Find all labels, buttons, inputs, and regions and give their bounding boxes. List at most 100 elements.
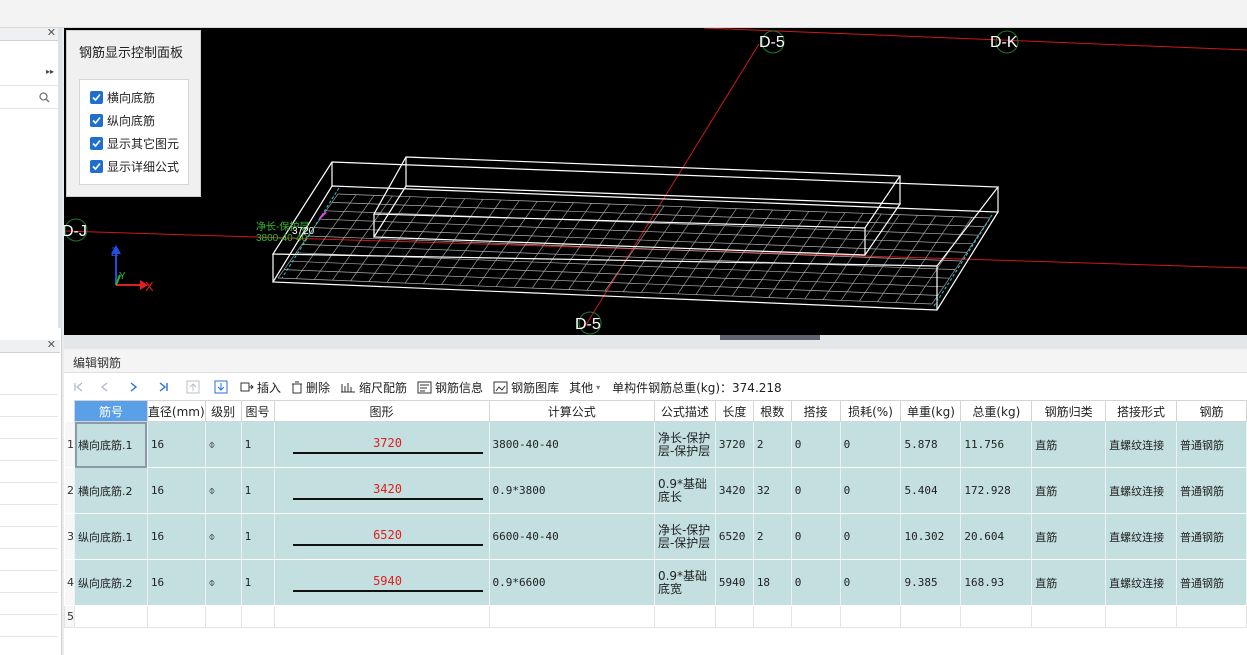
cell-type[interactable]: 普通钢筋 [1176,421,1247,468]
cell-category[interactable]: 直筋 [1031,421,1107,468]
cell-grade[interactable]: ⌽ [204,467,242,514]
col-header[interactable]: 总重(kg) [960,400,1033,422]
cell-lap[interactable]: 0 [790,559,841,606]
cell-count[interactable]: 2 [752,513,792,560]
table-row-empty[interactable]: 5 [64,605,1247,628]
cell-desc[interactable]: 0.9*基础底宽 [653,559,716,606]
col-header[interactable]: 公式描述 [653,400,716,422]
cell-empty[interactable] [146,605,206,628]
cell-empty[interactable] [714,605,754,628]
cell-len[interactable]: 6520 [714,513,754,560]
move-down-icon[interactable] [212,378,230,396]
other-dropdown[interactable]: 其他▾ [569,379,600,396]
list-item[interactable] [0,461,58,483]
checkbox-checked-icon[interactable] [90,113,103,127]
cell-total-w[interactable]: 20.604 [960,513,1033,560]
col-header[interactable]: 直径(mm) [146,400,206,422]
next-record-icon[interactable] [124,378,142,396]
cell-category[interactable]: 直筋 [1031,513,1107,560]
cell-desc[interactable]: 净长-保护层-保护层 [653,513,716,560]
rebar-library-button[interactable]: 钢筋图库 [493,379,559,396]
cell-grade[interactable]: ⌽ [204,559,242,606]
list-item[interactable] [0,373,58,395]
list-item[interactable] [0,483,58,505]
prev-record-icon[interactable] [96,378,114,396]
cell-empty[interactable] [240,605,275,628]
checkbox-vertical-bottom[interactable]: 纵向底筋 [90,111,155,129]
cell-lap-type[interactable]: 直螺纹连接 [1105,559,1178,606]
col-header[interactable]: 搭接 [790,400,841,422]
cell-count[interactable]: 18 [752,559,792,606]
cell-formula[interactable]: 0.9*6600 [488,559,655,606]
cell-name[interactable]: 纵向底筋.1 [74,513,148,560]
cell-len[interactable]: 5940 [714,559,754,606]
cell-fig-no[interactable]: 1 [240,559,275,606]
cell-empty[interactable] [204,605,242,628]
cell-empty[interactable] [1105,605,1178,628]
cell-shape[interactable]: 6520 [273,513,490,560]
cell-dia[interactable]: 16 [146,467,206,514]
cell-total-w[interactable]: 172.928 [960,467,1033,514]
cell-lap-type[interactable]: 直螺纹连接 [1105,467,1178,514]
col-header[interactable]: 筋号 [74,400,148,422]
cell-empty[interactable] [900,605,962,628]
cell-lap-type[interactable]: 直螺纹连接 [1105,421,1178,468]
list-item[interactable] [0,527,58,549]
list-item[interactable] [0,439,58,461]
cell-unit-w[interactable]: 10.302 [900,513,962,560]
delete-button[interactable]: 删除 [291,379,330,396]
cell-empty[interactable] [488,605,655,628]
cell-len[interactable]: 3420 [714,467,754,514]
cell-fig-no[interactable]: 1 [240,513,275,560]
cell-empty[interactable] [74,605,148,628]
cell-lap[interactable]: 0 [790,421,841,468]
cell-fig-no[interactable]: 1 [240,421,275,468]
col-header[interactable]: 计算公式 [488,400,655,422]
cell-loss[interactable]: 0 [839,513,902,560]
cell-unit-w[interactable]: 9.385 [900,559,962,606]
cell-unit-w[interactable]: 5.878 [900,421,962,468]
cell-category[interactable]: 直筋 [1031,559,1107,606]
cell-unit-w[interactable]: 5.404 [900,467,962,514]
cell-formula[interactable]: 6600-40-40 [488,513,655,560]
cell-empty[interactable] [752,605,792,628]
expand-icon[interactable]: ▸▸ [45,67,54,76]
left-panel-grip[interactable] [58,28,62,328]
close-icon[interactable]: ✕ [46,338,56,351]
cell-formula[interactable]: 0.9*3800 [488,467,655,514]
3d-viewport[interactable]: D-5 D-K D-J D-5 净长-保护层 3800-40-40 [64,28,1247,335]
cell-count[interactable]: 32 [752,467,792,514]
list-item[interactable] [0,395,58,417]
cell-dia[interactable]: 16 [146,513,206,560]
col-header[interactable]: 钢筋 [1176,400,1247,422]
col-header[interactable]: 级别 [204,400,242,422]
col-header[interactable]: 图形 [273,400,490,422]
list-item[interactable] [0,549,58,571]
checkbox-checked-icon[interactable] [90,159,103,173]
close-icon[interactable]: ✕ [46,26,56,39]
cell-lap[interactable]: 0 [790,467,841,514]
cell-empty[interactable] [653,605,716,628]
cell-dia[interactable]: 16 [146,421,206,468]
checkbox-checked-icon[interactable] [90,90,103,104]
cell-empty[interactable] [273,605,490,628]
cell-loss[interactable]: 0 [839,421,902,468]
insert-button[interactable]: 插入 [240,379,281,396]
cell-grade[interactable]: ⌽ [204,513,242,560]
cell-count[interactable]: 2 [752,421,792,468]
cell-formula[interactable]: 3800-40-40 [488,421,655,468]
left-search-input[interactable] [0,87,58,109]
cell-loss[interactable]: 0 [839,467,902,514]
cell-empty[interactable] [960,605,1033,628]
checkbox-show-other[interactable]: 显示其它图元 [90,134,179,152]
rebar-info-button[interactable]: 钢筋信息 [417,379,483,396]
cell-len[interactable]: 3720 [714,421,754,468]
cell-shape[interactable]: 5940 [273,559,490,606]
first-record-icon[interactable] [70,378,88,396]
cell-empty[interactable] [790,605,841,628]
col-header[interactable]: 钢筋归类 [1031,400,1107,422]
checkbox-horizontal-bottom[interactable]: 横向底筋 [90,88,155,106]
cell-total-w[interactable]: 168.93 [960,559,1033,606]
